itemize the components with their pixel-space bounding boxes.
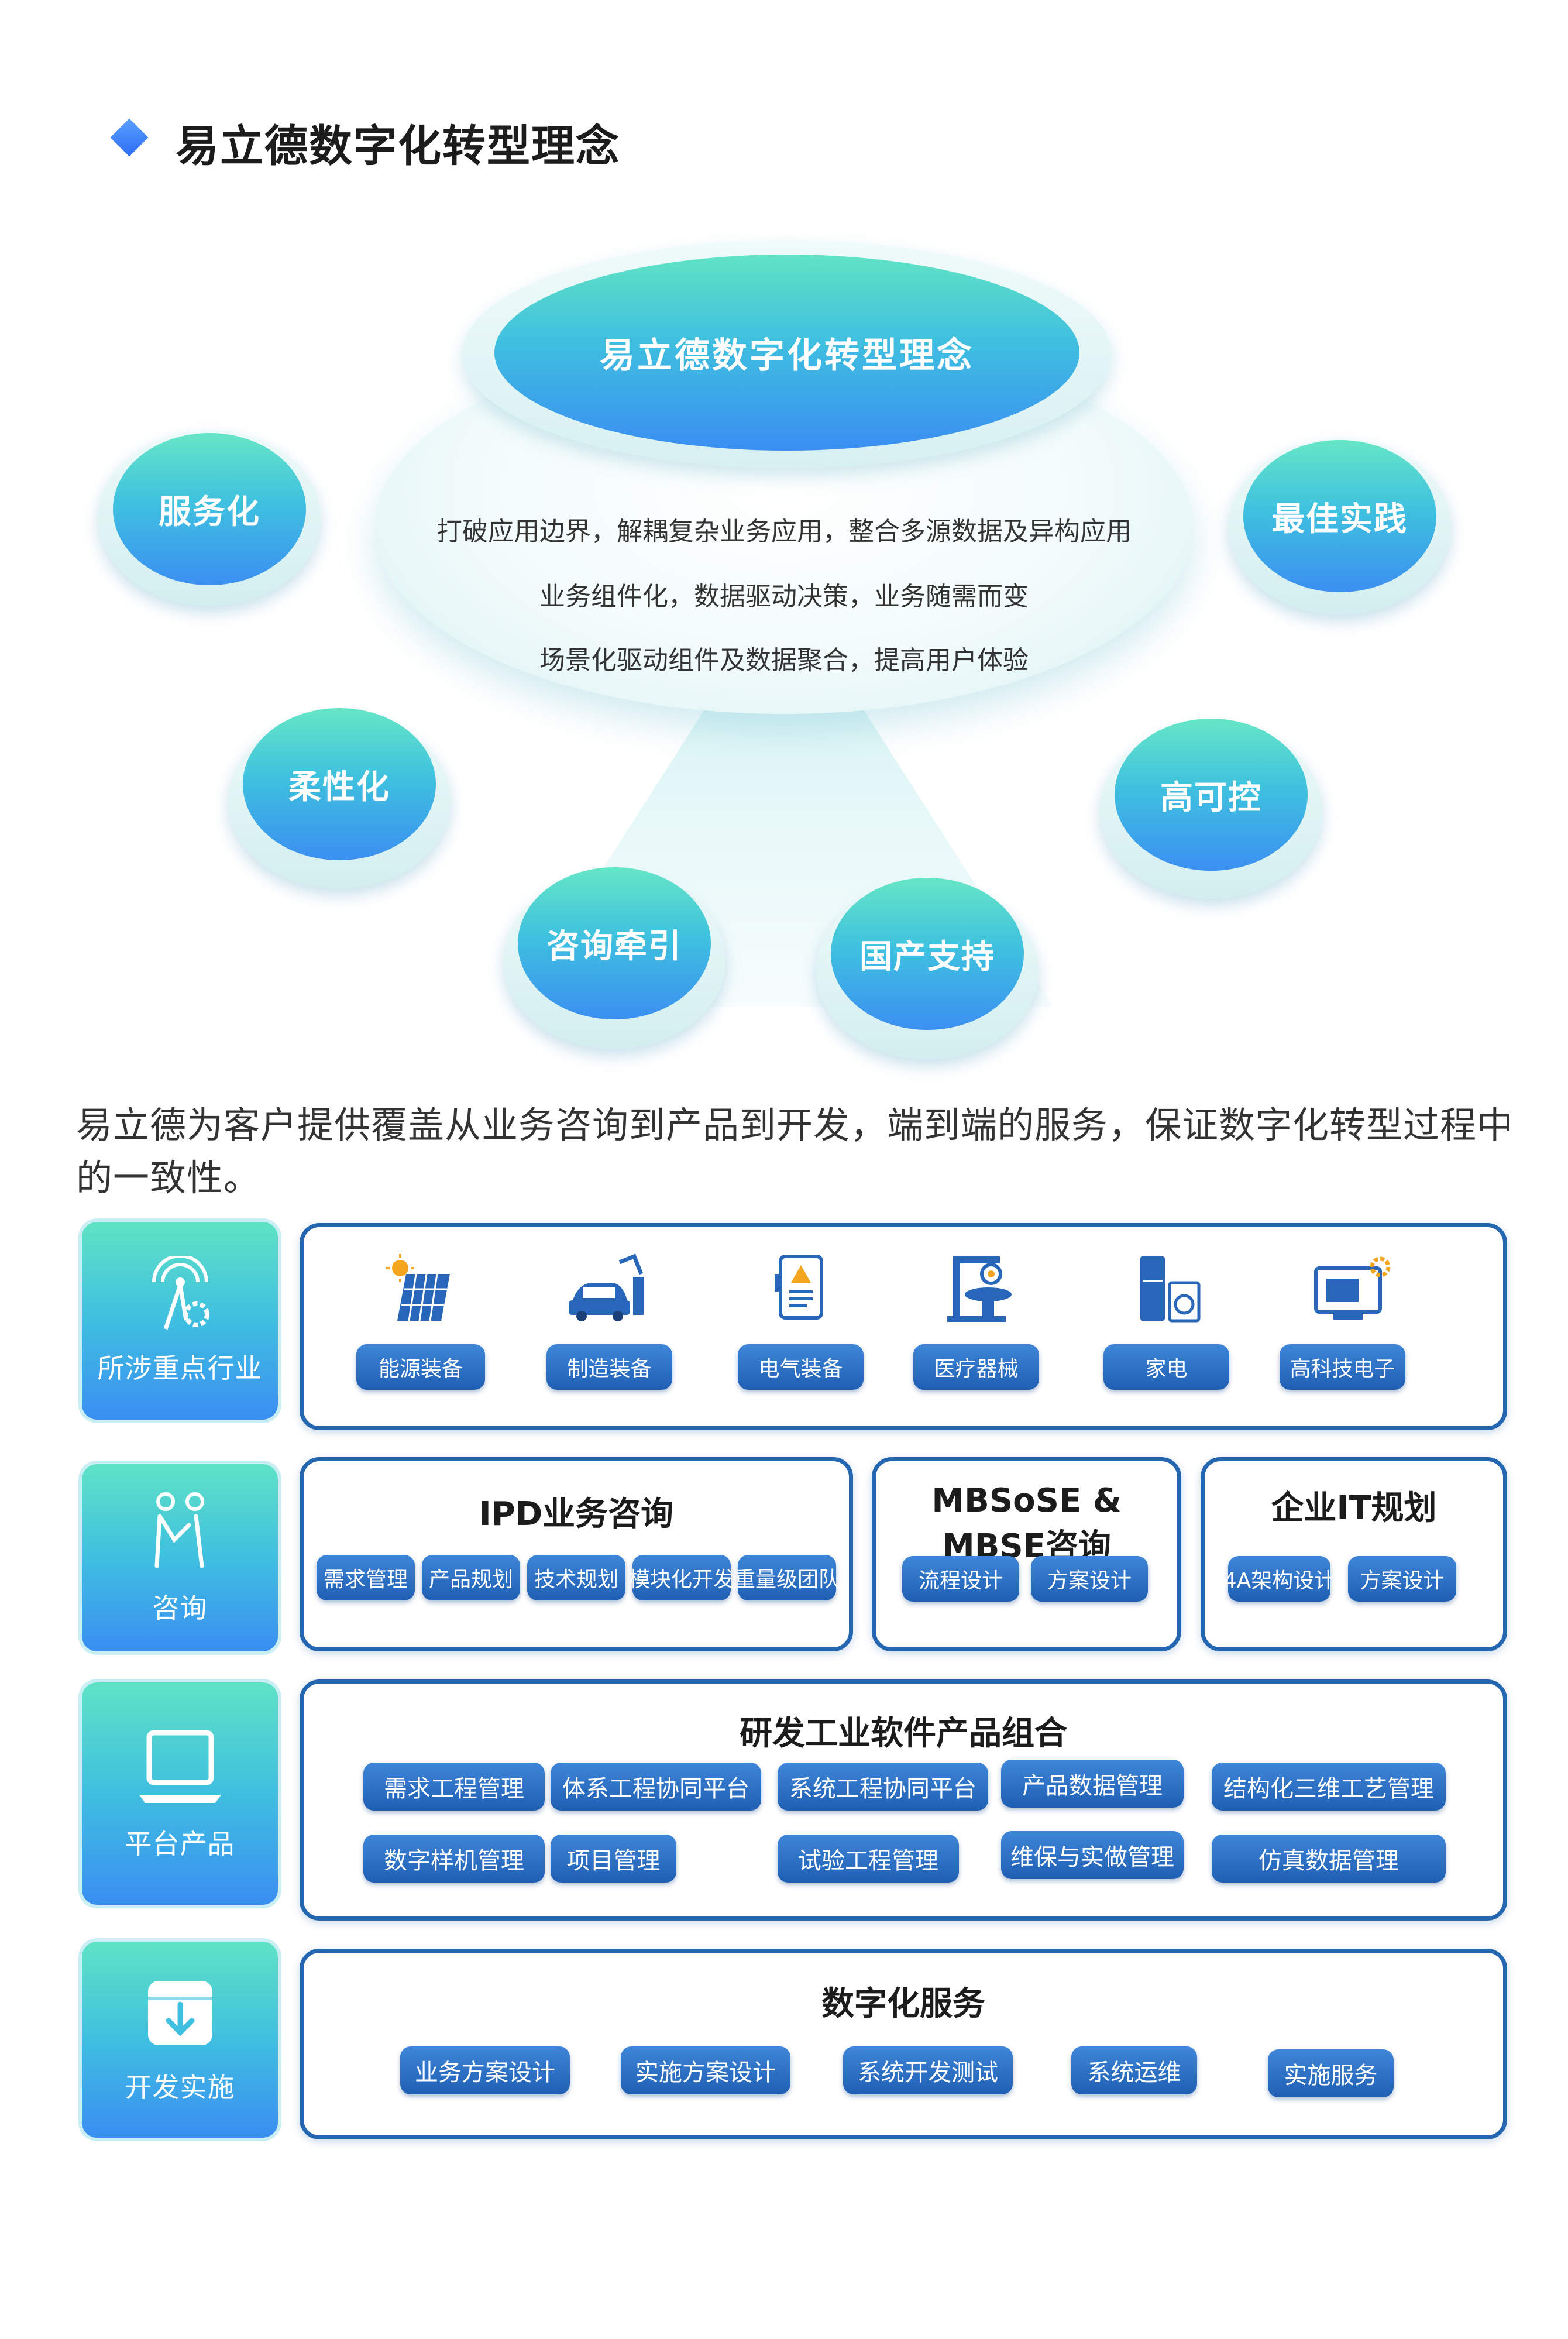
bubble-label: 最佳实践 bbox=[1272, 500, 1408, 538]
side-delivery: 开发实施 bbox=[82, 1942, 278, 2138]
bubble-label: 高可控 bbox=[1160, 778, 1262, 817]
it-item[interactable]: 方案设计 bbox=[1348, 1556, 1456, 1602]
summary-text: 易立德为客户提供覆盖从业务咨询到产品到开发，端到端的服务，保证数字化转型过程中的… bbox=[76, 1104, 1514, 1199]
page-title: 易立德数字化转型理念 bbox=[176, 121, 620, 171]
computer-gear-icon bbox=[1314, 1256, 1391, 1320]
industry-manufacturing[interactable]: 制造装备 bbox=[546, 1344, 672, 1390]
industry-electrical[interactable]: 电气装备 bbox=[738, 1344, 864, 1390]
delivery-item[interactable]: 系统运维 bbox=[1071, 2046, 1197, 2094]
ipd-item[interactable]: 技术规划 bbox=[527, 1555, 625, 1600]
delivery-title: 数字化服务 bbox=[821, 1985, 985, 2023]
side-label: 所涉重点行业 bbox=[97, 1352, 263, 1384]
it-item[interactable]: 4A架构设计 bbox=[1223, 1556, 1335, 1602]
side-consulting: 咨询 bbox=[82, 1464, 278, 1651]
industry-appliance[interactable]: 家电 bbox=[1103, 1344, 1229, 1390]
platform-panel: 研发工业软件产品组合 需求工程管理 体系工程协同平台 系统工程协同平台 产品数据… bbox=[300, 1679, 1507, 1921]
mbse-title: MBSoSE & MBSE咨询 bbox=[931, 1482, 1122, 1565]
industry-panel: 能源装备 制造装备 电气装备 医疗器械 家电 高科技电子 bbox=[300, 1223, 1507, 1430]
platform-item[interactable]: 项目管理 bbox=[551, 1835, 676, 1883]
bubble-label: 咨询牵引 bbox=[546, 927, 682, 966]
platform-item[interactable]: 数字样机管理 bbox=[363, 1835, 545, 1883]
platform-item[interactable]: 体系工程协同平台 bbox=[551, 1763, 761, 1811]
delivery-item[interactable]: 业务方案设计 bbox=[400, 2046, 570, 2094]
platform-item[interactable]: 需求工程管理 bbox=[363, 1763, 545, 1811]
platform-item[interactable]: 结构化三维工艺管理 bbox=[1212, 1763, 1446, 1811]
antenna-gear-icon bbox=[152, 1256, 209, 1330]
concept-line-1: 打破应用边界，解耦复杂业务应用，整合多源数据及异构应用 bbox=[436, 517, 1132, 547]
bubble-domestic-support: 国产支持 bbox=[831, 878, 1024, 1030]
ipd-item[interactable]: 模块化开发 bbox=[629, 1555, 734, 1600]
bubble-label: 柔性化 bbox=[288, 768, 390, 806]
delivery-item[interactable]: 系统开发测试 bbox=[843, 2046, 1013, 2094]
bubble-controllable: 高可控 bbox=[1115, 719, 1308, 871]
side-industry: 所涉重点行业 bbox=[82, 1222, 278, 1420]
bubble-servitization: 服务化 bbox=[113, 433, 306, 585]
industry-energy[interactable]: 能源装备 bbox=[356, 1344, 485, 1390]
bubble-flexibility: 柔性化 bbox=[243, 708, 436, 860]
ipd-item[interactable]: 需求管理 bbox=[317, 1555, 415, 1600]
it-title: 企业IT规划 bbox=[1271, 1489, 1437, 1527]
delivery-item[interactable]: 实施方案设计 bbox=[621, 2046, 790, 2094]
mbse-panel: MBSoSE & MBSE咨询 流程设计 方案设计 bbox=[872, 1457, 1181, 1651]
ipd-panel: IPD业务咨询 需求管理 产品规划 技术规划 模块化开发 重量级团队 bbox=[300, 1457, 853, 1651]
ipd-item[interactable]: 产品规划 bbox=[422, 1555, 520, 1600]
ipd-title: IPD业务咨询 bbox=[479, 1495, 674, 1533]
download-box-icon bbox=[147, 1980, 212, 2045]
side-label: 平台产品 bbox=[125, 1828, 235, 1860]
delivery-panel: 数字化服务 业务方案设计 实施方案设计 系统开发测试 系统运维 实施服务 bbox=[300, 1949, 1507, 2139]
bubble-label: 国产支持 bbox=[859, 937, 995, 976]
industry-medical[interactable]: 医疗器械 bbox=[913, 1344, 1039, 1390]
platform-title: 研发工业软件产品组合 bbox=[740, 1715, 1067, 1753]
concept-line-2: 业务组件化，数据驱动决策，业务随需而变 bbox=[539, 582, 1029, 612]
center-title-text: 易立德数字化转型理念 bbox=[600, 335, 974, 376]
platform-item[interactable]: 产品数据管理 bbox=[1001, 1760, 1184, 1808]
bubble-consulting-led: 咨询牵引 bbox=[518, 867, 711, 1019]
bubble-best-practice: 最佳实践 bbox=[1243, 440, 1436, 592]
laptop-icon bbox=[139, 1730, 221, 1803]
solar-panel-icon bbox=[386, 1254, 450, 1321]
bubble-label: 服务化 bbox=[159, 493, 260, 531]
platform-item[interactable]: 维保与实做管理 bbox=[1001, 1831, 1184, 1879]
side-platform: 平台产品 bbox=[82, 1682, 278, 1905]
electric-cabinet-icon bbox=[775, 1255, 823, 1320]
platform-item[interactable]: 仿真数据管理 bbox=[1212, 1835, 1446, 1883]
medical-device-icon bbox=[947, 1256, 1012, 1322]
center-title-bubble: 易立德数字化转型理念 bbox=[494, 255, 1079, 451]
concept-line-3: 场景化驱动组件及数据聚合，提高用户体验 bbox=[539, 645, 1029, 675]
appliance-icon bbox=[1140, 1256, 1201, 1323]
side-label: 开发实施 bbox=[125, 2071, 235, 2103]
industry-hitech[interactable]: 高科技电子 bbox=[1280, 1344, 1405, 1390]
ipd-item[interactable]: 重量级团队 bbox=[734, 1555, 840, 1600]
mbse-item[interactable]: 方案设计 bbox=[1031, 1556, 1148, 1602]
it-panel: 企业IT规划 4A架构设计 方案设计 bbox=[1201, 1457, 1507, 1651]
diamond-bullet-icon bbox=[110, 118, 149, 157]
robot-arm-car-icon bbox=[569, 1253, 644, 1321]
platform-item[interactable]: 系统工程协同平台 bbox=[778, 1763, 988, 1811]
mbse-item[interactable]: 流程设计 bbox=[902, 1556, 1019, 1602]
side-label: 咨询 bbox=[152, 1592, 208, 1624]
platform-item[interactable]: 试验工程管理 bbox=[778, 1835, 959, 1883]
people-icon bbox=[154, 1492, 204, 1568]
delivery-item[interactable]: 实施服务 bbox=[1268, 2049, 1394, 2097]
